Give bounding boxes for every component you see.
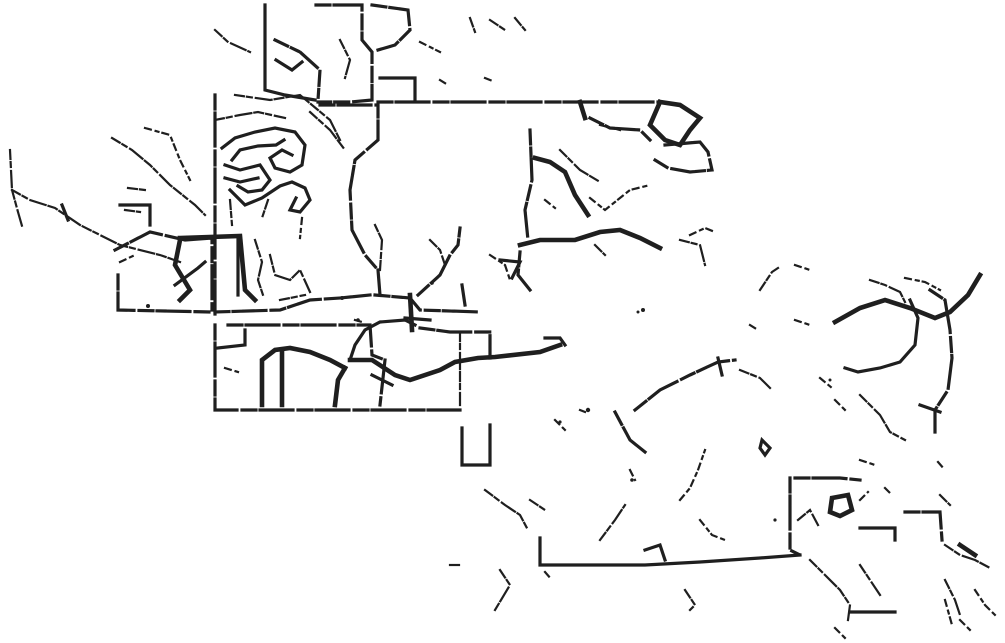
southeast-subdivision-roads [788,476,997,640]
north-central-roads [376,16,717,293]
central-west-roads [213,223,568,412]
central-south-roads [448,356,802,612]
northwest-subdivision-roads [8,3,442,317]
eastern-roads [748,263,984,472]
point-marks [146,281,832,522]
